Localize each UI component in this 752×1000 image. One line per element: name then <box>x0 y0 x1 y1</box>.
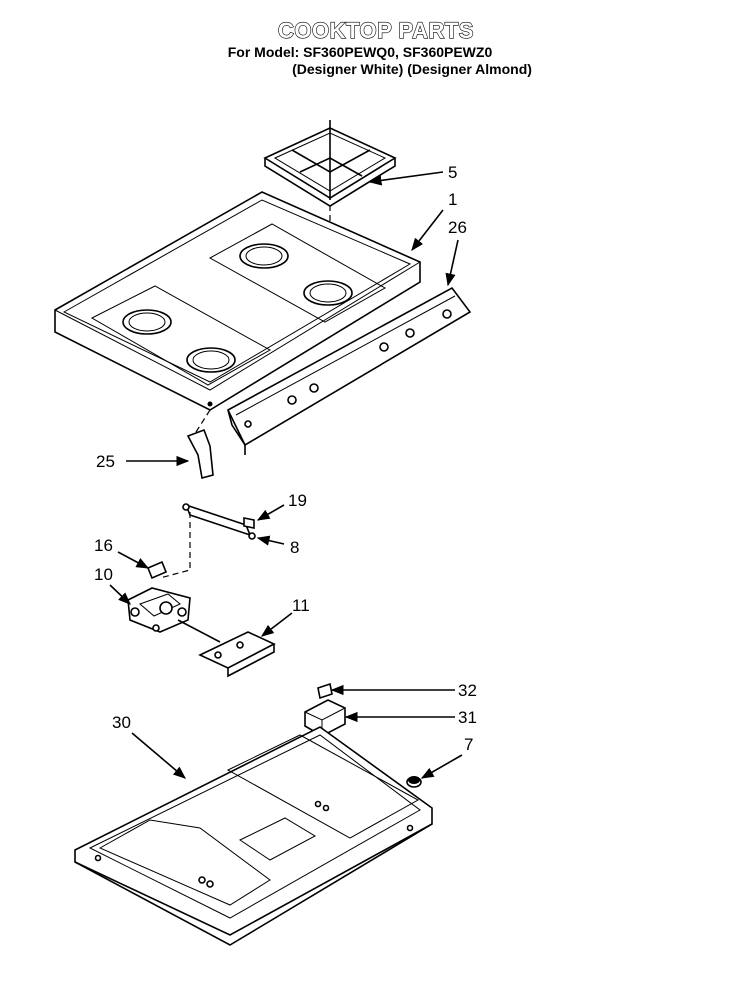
leader-16 <box>117 551 150 569</box>
callout-30: 30 <box>112 713 131 732</box>
foot-top <box>408 776 420 784</box>
callout-10: 10 <box>94 565 113 584</box>
switch-bracket-part <box>198 631 276 678</box>
control-panel-strip-part <box>226 286 472 455</box>
burner-box-part <box>74 726 433 946</box>
callout-32: 32 <box>458 681 477 700</box>
callout-19: 19 <box>288 491 307 510</box>
callout-5: 5 <box>448 163 457 182</box>
leader-10 <box>109 584 131 605</box>
valve-assembly-part <box>127 587 221 643</box>
page-title: COOKTOP PARTS <box>277 17 474 43</box>
leader-11 <box>260 612 293 637</box>
leader-30 <box>131 732 186 779</box>
burner-grate-part <box>263 120 397 207</box>
callout-11: 11 <box>292 596 310 615</box>
clip-part <box>146 560 168 580</box>
leader-1 <box>411 209 444 252</box>
callout-7: 7 <box>464 735 473 754</box>
leader-5 <box>368 171 444 186</box>
callout-1: 1 <box>448 190 457 209</box>
callout-26: 26 <box>448 218 467 237</box>
leader-8 <box>256 535 285 546</box>
cooktop-part <box>54 191 421 411</box>
callout-31: 31 <box>458 708 477 727</box>
callout-25: 25 <box>96 452 115 471</box>
model-numbers: For Model: SF360PEWQ0, SF360PEWZ0 <box>227 44 493 60</box>
model-variants: (Designer White) (Designer Almond) <box>292 61 532 77</box>
mounting-bracket-part <box>182 503 256 540</box>
leader-7 <box>420 754 463 779</box>
callout-16: 16 <box>94 536 113 555</box>
igniter-bracket-part <box>304 682 346 737</box>
control-knob-part <box>186 409 214 480</box>
callout-8: 8 <box>290 538 299 557</box>
leader-19 <box>256 504 285 521</box>
leader-26 <box>445 239 459 287</box>
